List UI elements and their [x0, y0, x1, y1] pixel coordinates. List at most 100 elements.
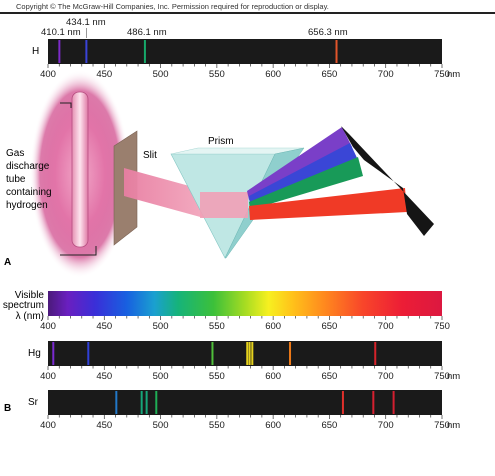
strontium-line-487.6 — [145, 391, 148, 414]
mercury-emission-strip — [48, 341, 442, 366]
mercury-tick-label: 600 — [265, 371, 281, 382]
hydrogen-tick-label: 500 — [153, 69, 169, 80]
beam-inside-prism — [200, 192, 248, 218]
visible-tick-label: 450 — [96, 321, 112, 332]
mercury-line-615 — [289, 342, 292, 365]
mercury-line-546.1 — [211, 342, 214, 365]
green-beam — [249, 157, 363, 210]
visible-tick-label: 700 — [378, 321, 394, 332]
strontium-tick-label: 700 — [378, 420, 394, 431]
hydrogen-line-656.3 — [335, 40, 338, 63]
hydrogen-tick-label: 700 — [378, 69, 394, 80]
gas-discharge-tube — [30, 70, 130, 278]
mercury-line-579.1 — [248, 342, 251, 365]
mercury-line-690.7 — [374, 342, 377, 365]
hydrogen-line-486.1 — [143, 40, 146, 63]
tube-body — [71, 91, 89, 248]
tube-label-line-4: containing — [6, 187, 52, 198]
hydrogen-tick-label: 750 — [434, 69, 450, 80]
mercury-tick-label: 450 — [96, 371, 112, 382]
panel-b-label: B — [4, 403, 11, 414]
mercury-element-label: Hg — [28, 348, 41, 359]
strontium-line-707 — [392, 391, 395, 414]
detection-screen — [341, 126, 434, 236]
mercury-tick-label: 500 — [153, 371, 169, 382]
dispersed-beams — [247, 127, 407, 220]
mercury-line-404.7 — [52, 342, 55, 365]
header-rule — [0, 12, 495, 14]
visible-label-line-1: Visible — [15, 290, 45, 301]
strontium-tick-label: 650 — [321, 420, 337, 431]
hydrogen-tick-label: 600 — [265, 69, 281, 80]
strontium-line-662 — [341, 391, 344, 414]
strontium-unit-label: nm — [447, 420, 460, 431]
red-beam — [249, 188, 407, 220]
visible-spectrum-axis: 400 450 500 550 600 650 700 750 — [40, 316, 450, 332]
hydrogen-line-label: 486.1 nm — [127, 27, 167, 38]
hydrogen-line-label: 410.1 nm — [41, 27, 81, 38]
visible-tick-label: 550 — [209, 321, 225, 332]
hydrogen-emission-strip — [48, 39, 442, 64]
visible-tick-label: 750 — [434, 321, 450, 332]
gas-tube-label: Gas discharge tube containing hydrogen — [6, 148, 52, 211]
hydrogen-tick-label: 650 — [321, 69, 337, 80]
strontium-emission-lines — [115, 391, 395, 414]
hydrogen-tick-label: 450 — [96, 69, 112, 80]
violet-beam — [247, 127, 352, 200]
visible-label-line-2: spectrum — [3, 300, 44, 311]
tube-label-line-1: Gas — [6, 148, 24, 159]
mercury-emission-lines — [52, 342, 377, 365]
visible-tick-label: 400 — [40, 321, 56, 332]
incident-light-beam — [124, 168, 204, 218]
mercury-line-435.8 — [87, 342, 90, 365]
hydrogen-tick-label: 550 — [209, 69, 225, 80]
blue-beam — [249, 143, 358, 205]
mercury-tick-label: 400 — [40, 371, 56, 382]
mercury-tick-label: 700 — [378, 371, 394, 382]
visible-spectrum-bar — [48, 291, 442, 316]
tube-label-line-3: tube — [6, 174, 26, 185]
mercury-tick-label: 550 — [209, 371, 225, 382]
strontium-line-460.7 — [115, 391, 118, 414]
hydrogen-line-410.1 — [58, 40, 61, 63]
mercury-tick-label: 650 — [321, 371, 337, 382]
visible-spectrum-label: Visible spectrum λ (nm) — [3, 290, 45, 322]
strontium-emission-strip — [48, 390, 442, 415]
visible-tick-label: 600 — [265, 321, 281, 332]
strontium-tick-label: 600 — [265, 420, 281, 431]
visible-tick-label: 650 — [321, 321, 337, 332]
strontium-line-483.2 — [140, 391, 143, 414]
strontium-element-label: Sr — [28, 397, 39, 408]
copyright-notice: Copyright © The McGraw-Hill Companies, I… — [16, 2, 329, 11]
hydrogen-element-label: H — [32, 46, 39, 57]
slit-label: Slit — [143, 150, 157, 161]
strontium-tick-label: 400 — [40, 420, 56, 431]
mercury-line-577 — [246, 342, 249, 365]
strontium-line-496.2 — [155, 391, 158, 414]
hydrogen-unit-label: nm — [447, 69, 460, 80]
hydrogen-line-label: 656.3 nm — [308, 27, 348, 38]
strontium-line-689 — [372, 391, 375, 414]
upper-electrode-wire — [60, 102, 72, 108]
lower-electrode-wire — [60, 246, 97, 256]
tube-label-line-2: discharge — [6, 161, 50, 172]
panel-a-label: A — [4, 257, 11, 268]
strontium-tick-label: 750 — [434, 420, 450, 431]
visible-tick-label: 500 — [153, 321, 169, 332]
mercury-unit-label: nm — [447, 371, 460, 382]
strontium-tick-label: 550 — [209, 420, 225, 431]
strontium-tick-label: 450 — [96, 420, 112, 431]
strontium-tick-label: 500 — [153, 420, 169, 431]
hydrogen-line-label: 434.1 nm — [66, 17, 106, 28]
visible-label-line-3: λ (nm) — [16, 311, 44, 322]
mercury-tick-label: 750 — [434, 371, 450, 382]
tube-label-line-5: hydrogen — [6, 200, 48, 211]
mercury-line-581.5 — [251, 342, 254, 365]
hydrogen-line-434.1 — [85, 40, 88, 63]
